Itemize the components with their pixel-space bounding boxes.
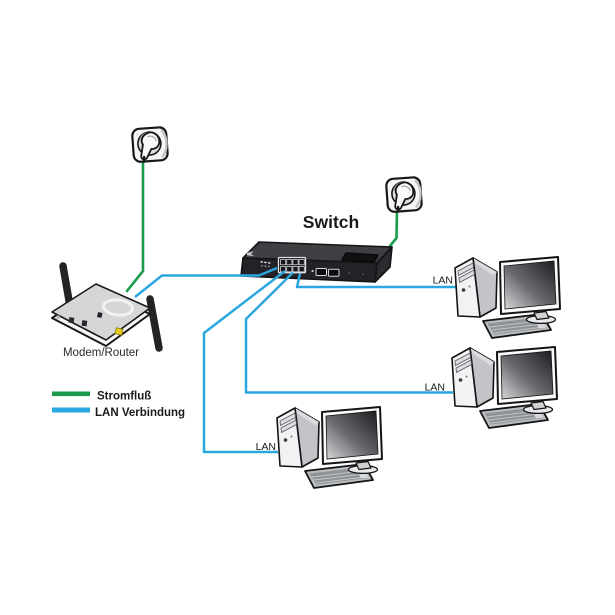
rj45-port (286, 266, 293, 273)
antenna-right (146, 295, 163, 352)
lan-cable-switch-to-pc1 (295, 273, 457, 289)
power-cable-outlet2-to-switch (388, 207, 399, 248)
wall-outlet-1 (130, 125, 170, 164)
rj45-port (292, 259, 299, 266)
screw (348, 272, 350, 274)
lan-label-pc1: LAN (433, 275, 453, 287)
modem-body-top (51, 283, 151, 341)
sfp-port (315, 268, 327, 276)
modem-router-device (51, 262, 163, 352)
switch-vent-slot (341, 252, 379, 263)
legend-power-label: Stromfluß (97, 391, 151, 403)
legend-lan-label: LAN Verbindung (95, 407, 185, 419)
switch-device (240, 241, 393, 283)
lan-cable-switch-to-pc2 (244, 271, 453, 394)
wall-outlet-2 (384, 175, 424, 214)
rj45-port (292, 266, 299, 273)
rj45-port (280, 259, 287, 266)
rj45-port (298, 259, 305, 266)
sfp-port (328, 268, 340, 277)
rj45-port (298, 266, 305, 273)
pc-3 (276, 406, 383, 489)
modem-port (81, 320, 88, 327)
modem-port-small (56, 315, 60, 320)
lan-cable-switch-to-pc3 (202, 270, 286, 454)
rj45-port (286, 259, 293, 266)
legend-power-swatch (52, 391, 90, 397)
modem-port (68, 317, 75, 324)
switch-front-face (240, 257, 378, 283)
switch-rj45-port-block (277, 256, 307, 274)
switch-status-leds (260, 261, 271, 268)
pc-2 (451, 346, 558, 429)
pc-1 (454, 256, 561, 339)
screw (362, 273, 364, 276)
screw (381, 269, 384, 271)
power-cable-outlet1-to-modem (125, 158, 145, 293)
modem-router-label: Modem/Router (63, 347, 139, 359)
legend-lan-swatch (52, 407, 90, 413)
modem-top-logo (97, 312, 103, 318)
modem-lan-port-yellow (114, 327, 124, 336)
lan-label-pc2: LAN (425, 382, 445, 394)
lan-cable-switch-to-modem (134, 266, 278, 298)
modem-top-ring (102, 298, 134, 317)
lan-label-pc3: LAN (256, 441, 276, 453)
switch-title: Switch (303, 212, 359, 232)
switch-led (311, 270, 314, 272)
legend: Stromfluß LAN Verbindung (52, 391, 185, 419)
switch-brand-logo (247, 251, 255, 257)
